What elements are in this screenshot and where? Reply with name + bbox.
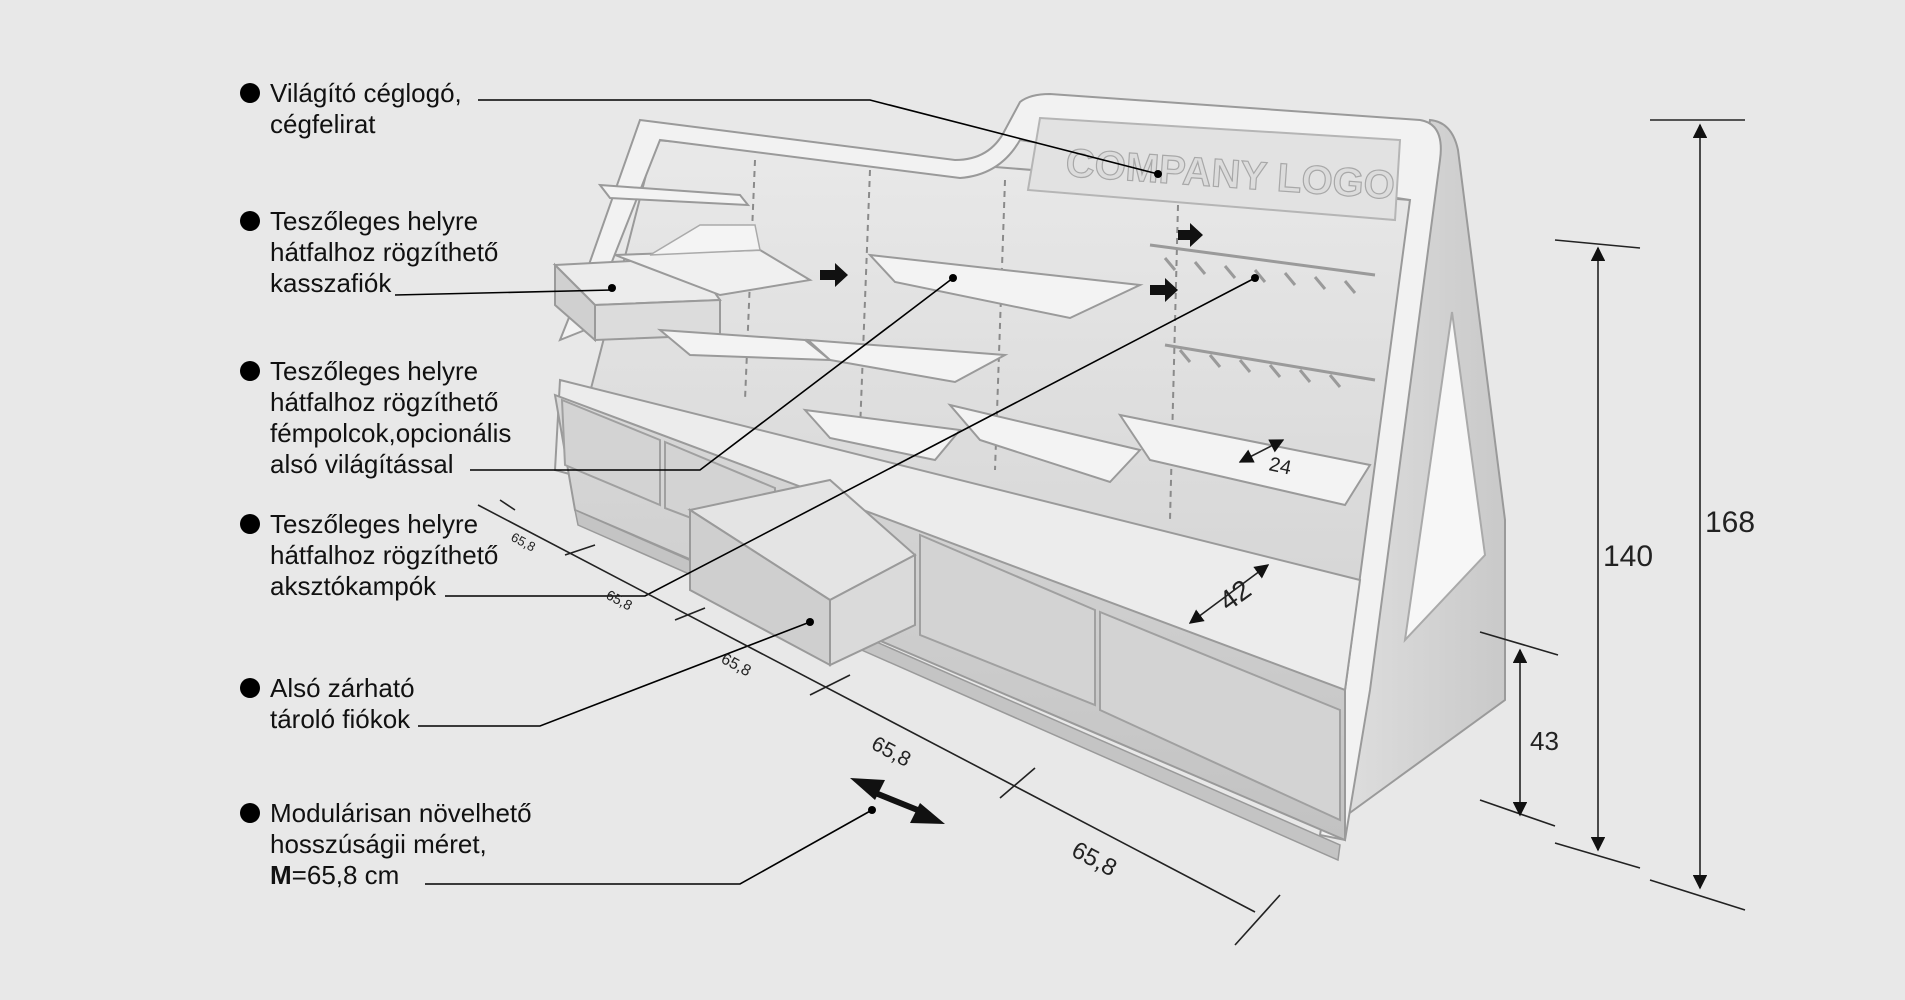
dim-module-width-3: 65,8 [718,651,754,681]
leader-dot-shelves [949,274,957,282]
dim-module-width-4: 65,8 [868,732,915,771]
callout-logo: Világító céglogó,cégfelirat [240,78,462,139]
callout-line: hátfalhoz rögzíthető [270,540,498,570]
leader-dot-drawers [806,618,814,626]
display-cabinet-illustration: COMPANY LOGO [552,92,1506,862]
leader-line-drawers [418,621,811,727]
leader-line-modular [425,809,873,885]
module-value: =65,8 cm [292,860,400,890]
leader-line-shelves [470,277,954,471]
callout-line: tároló fiókok [270,704,411,734]
bullet-icon [240,211,260,231]
callout-line: Teszőleges helyre [270,206,478,236]
bullet-icon [240,803,260,823]
dim-module-width-2: 65,8 [604,587,636,614]
dim-module-width-5: 65,8 [1067,836,1121,882]
dim-shelf-small: 24 [1267,453,1293,479]
bullet-icon [240,361,260,381]
callout-line: hátfalhoz rögzíthető [270,237,498,267]
side-panel-cutout [1403,311,1487,643]
leader-line-logo [478,99,1159,175]
open-storage-drawer [687,478,917,667]
dim-height-upper: 140 [1603,540,1653,573]
logo-panel [1026,116,1402,222]
callout-line: aksztókampók [270,571,437,601]
leader-dot-modular [868,806,876,814]
callout-line-module-size: M=65,8 cm [270,860,399,890]
double-arrow-icon [850,778,945,824]
dim-module-width-1: 65,8 [509,529,538,554]
side-panel [1338,118,1506,823]
callout-line: hosszúságii méret, [270,829,487,859]
callout-line: kasszafiók [270,268,392,298]
leader-dot-cash-drawer [608,284,616,292]
callout-line: cégfelirat [270,109,376,139]
callout-line: Teszőleges helyre [270,356,478,386]
callout-line: alsó világítással [270,449,454,479]
callout-line: hátfalhoz rögzíthető [270,387,498,417]
dim-height-lower: 43 [1530,726,1559,756]
hook-bars [1149,243,1376,388]
lower-drawers [560,398,1341,822]
bullet-icon [240,83,260,103]
callout-line: Modulárisan növelhető [270,798,532,828]
module-symbol: M [270,860,292,890]
leader-dot-logo [1154,170,1162,178]
callout-line: Teszőleges helyre [270,509,478,539]
callout-line: Világító céglogó, [270,78,462,108]
callout-line: fémpolcok,opcionális [270,418,511,448]
bullet-icon [240,514,260,534]
direction-arrow-icon [820,223,1203,302]
callout-line: Alsó zárható [270,673,415,703]
leader-line-hooks [445,277,1256,597]
slotted-uprights [744,159,1179,521]
leader-lines [394,99,1259,885]
cash-drawer [552,224,813,343]
dim-height-total: 168 [1705,506,1755,539]
bullet-icon [240,678,260,698]
leader-line-cash-drawer [394,289,613,296]
leader-dot-hooks [1251,274,1259,282]
